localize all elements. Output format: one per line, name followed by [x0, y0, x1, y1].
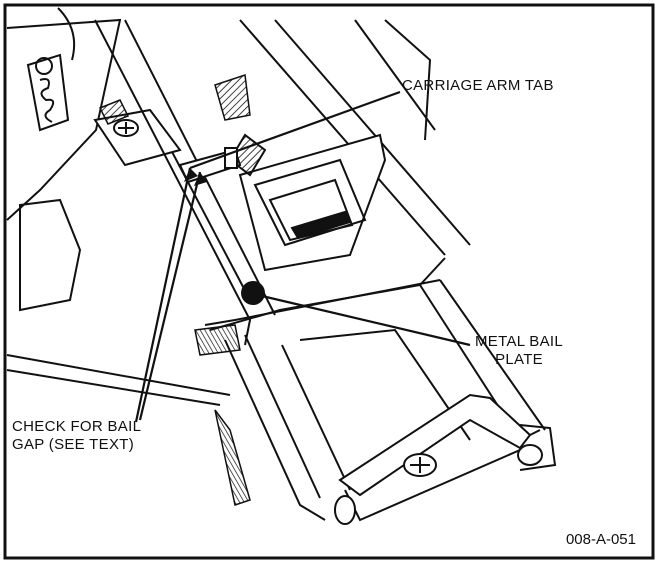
- leader-metal-bail-plate: [261, 294, 471, 347]
- callout-metal-bail-plate-line1: METAL BAIL: [475, 333, 564, 350]
- head-block: [228, 133, 387, 272]
- callout-carriage-arm-tab: CARRIAGE ARM TAB: [402, 77, 554, 94]
- callout-check-bail-gap: CHECK FOR BAIL GAP (SEE TEXT): [12, 418, 141, 454]
- arrow-heads: [184, 168, 207, 186]
- leader-carriage-arm-tab: [189, 90, 401, 170]
- figure-border: [3, 3, 655, 560]
- callout-check-bail-gap-line1: CHECK FOR BAIL: [12, 418, 142, 435]
- hatched-edges: [98, 73, 251, 506]
- leader-lines: [134, 90, 471, 423]
- metal-bail-plate-dot: [241, 281, 265, 305]
- bail-spring-assembly: [334, 393, 557, 525]
- bracket-screw: [93, 108, 182, 167]
- callout-check-bail-gap-line2: GAP (SEE TEXT): [12, 436, 135, 453]
- spring-bracket: [26, 7, 76, 132]
- leader-bail-gap-2: [138, 171, 202, 421]
- callout-metal-bail-plate-line2: PLATE: [495, 351, 543, 368]
- figure-id: 008-A-051: [565, 531, 636, 548]
- guide-rods: [224, 279, 546, 521]
- callout-metal-bail-plate: METAL BAIL PLATE: [475, 333, 563, 369]
- leader-bail-gap-1: [134, 167, 192, 423]
